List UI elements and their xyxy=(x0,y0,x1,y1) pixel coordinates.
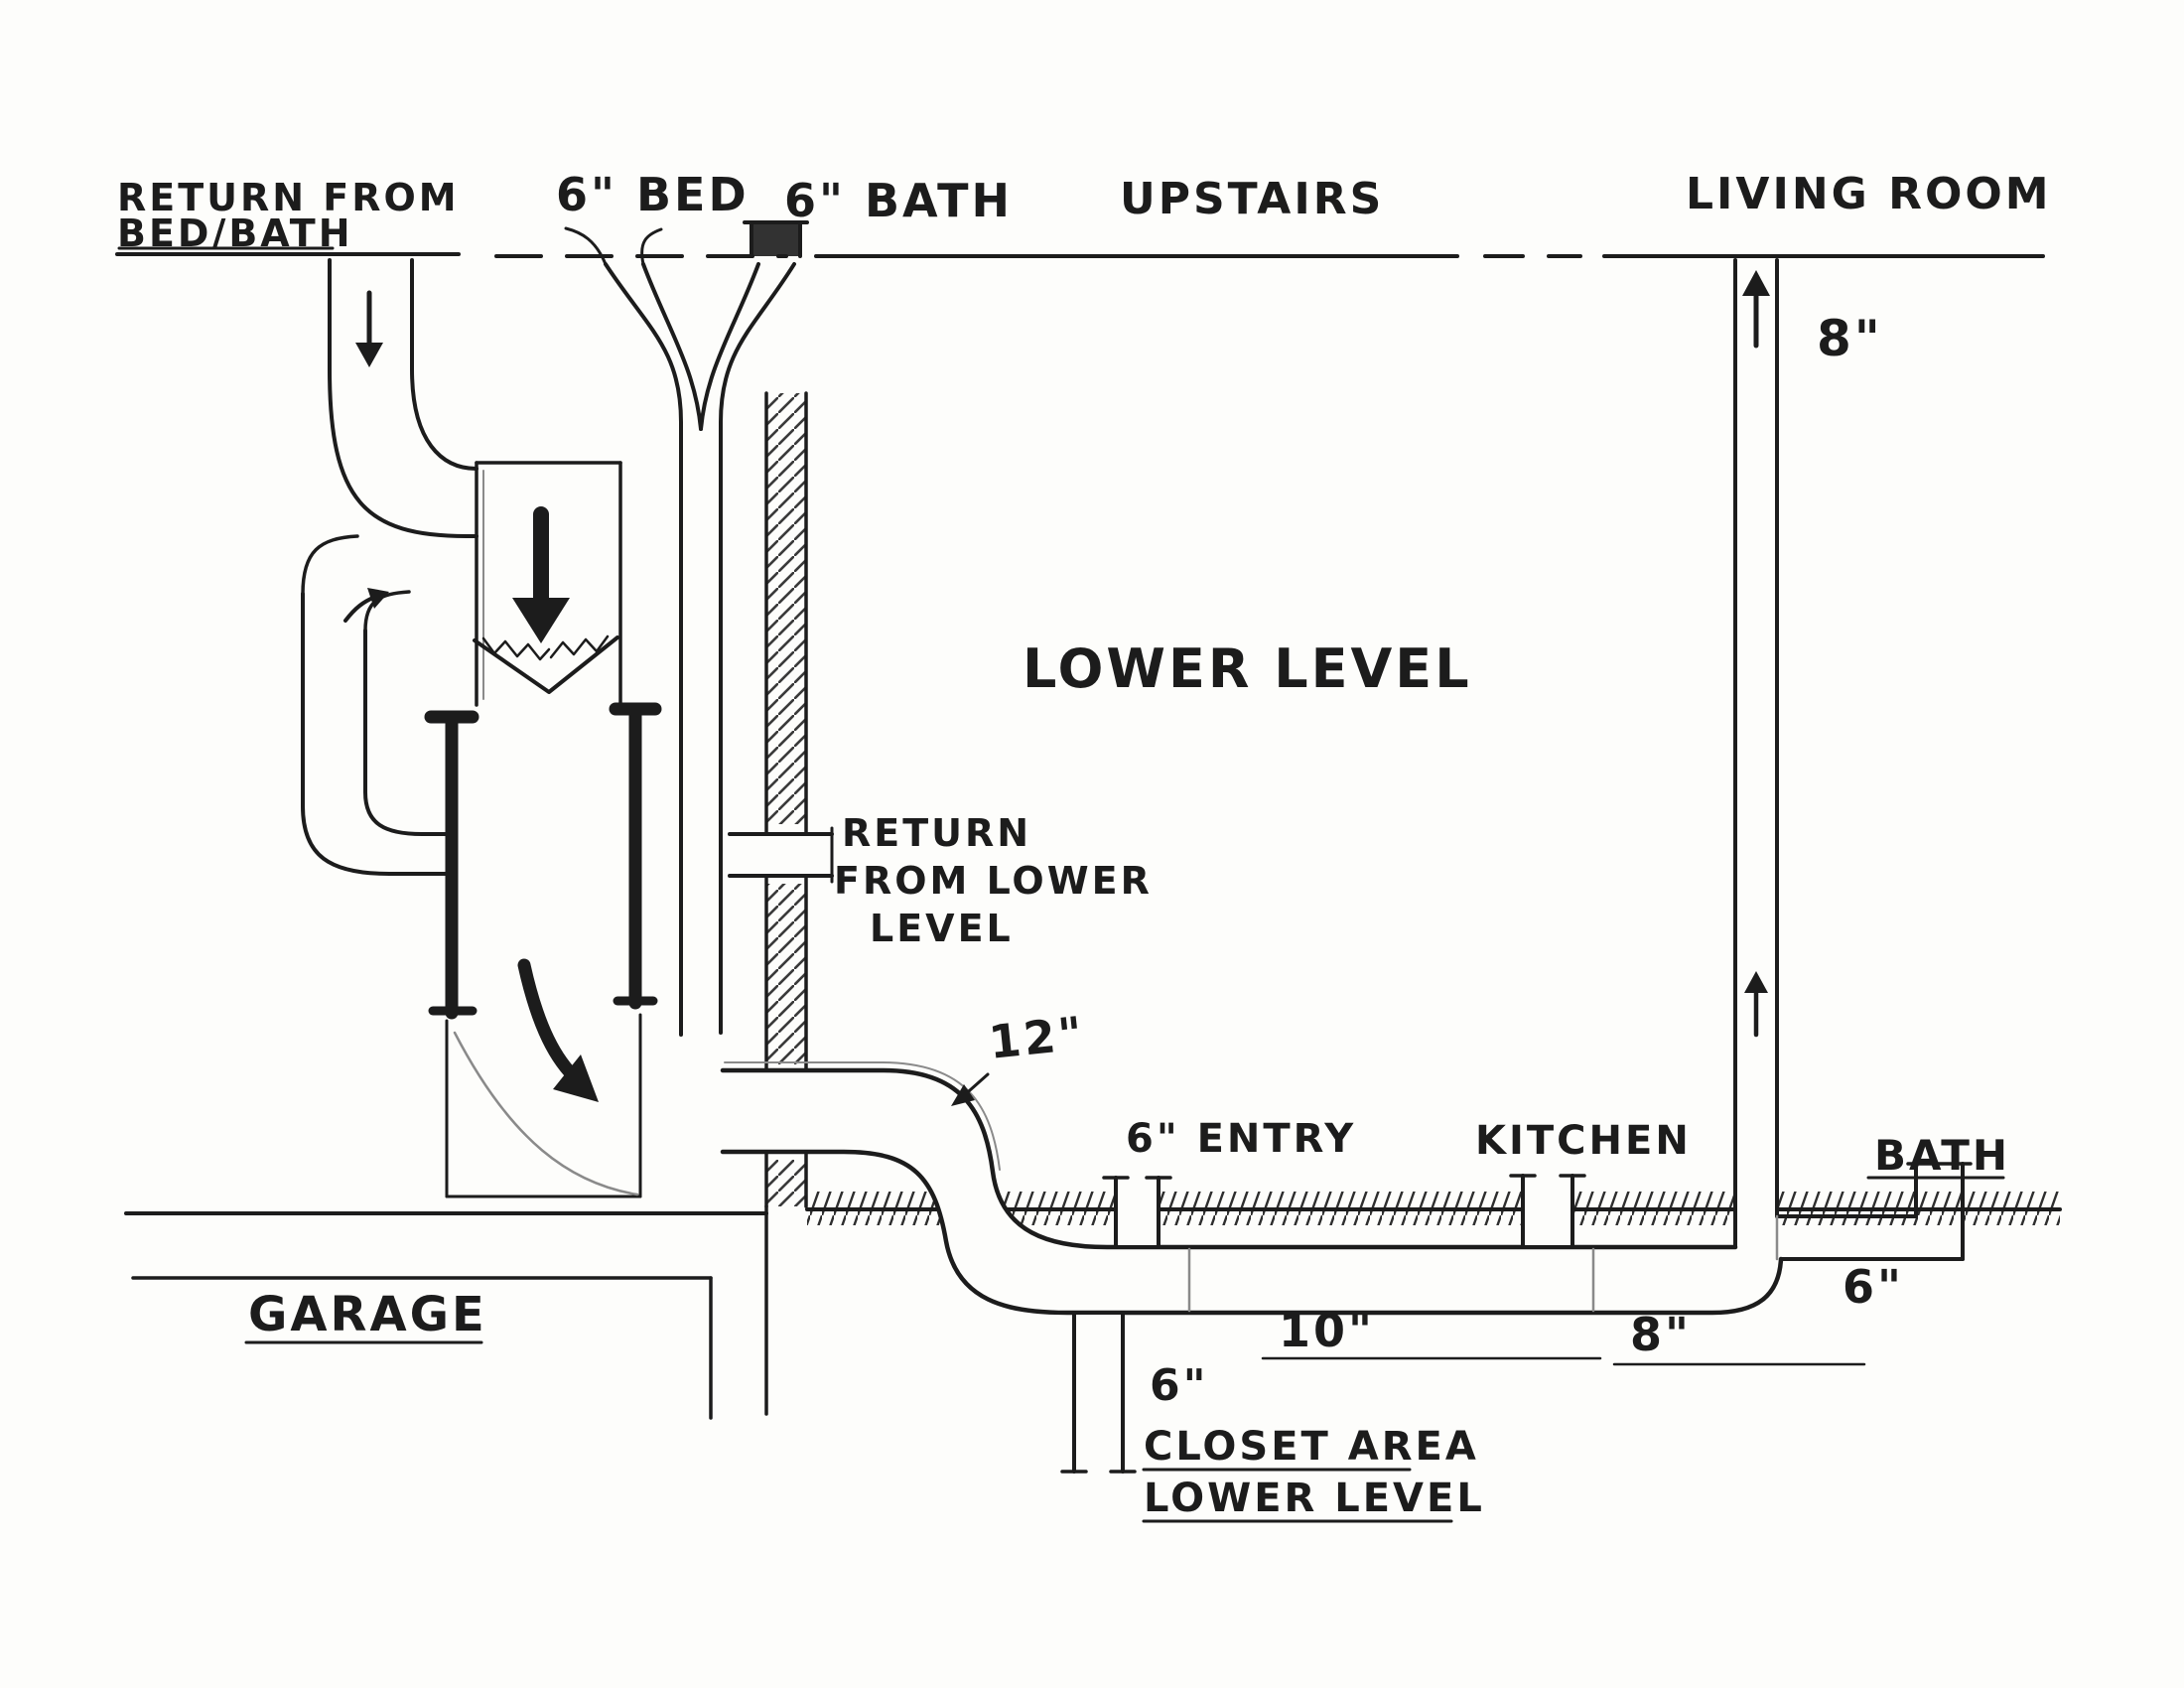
label-entry-register: 6" ENTRY xyxy=(1126,1116,1356,1162)
wall-hatch-mid xyxy=(766,884,806,1064)
loop-arrow-head xyxy=(367,588,389,609)
label-living-room-riser-size: 8" xyxy=(1817,310,1883,367)
return-arrow-head xyxy=(355,343,383,367)
label-bath: BATH xyxy=(1874,1131,2010,1180)
return-elbow-outer xyxy=(328,367,478,538)
bed-arm-flare-right xyxy=(640,227,663,266)
airflow-curved-arrow-head xyxy=(553,1055,599,1102)
airflow-curved-arrow-shaft xyxy=(517,958,585,1087)
label-kitchen: KITCHEN xyxy=(1475,1118,1692,1164)
label-return-lower-1: RETURN xyxy=(842,811,1031,855)
label-upstairs: UPSTAIRS xyxy=(1120,174,1384,224)
filter-zigzag-right xyxy=(549,634,610,659)
bed-arm-flare-left xyxy=(564,226,608,266)
y-arm-right-outer xyxy=(719,262,796,451)
return-lower-stub xyxy=(728,826,834,884)
label-closet-1: CLOSET AREA xyxy=(1144,1424,1479,1470)
y-arm-right-inner xyxy=(699,262,760,431)
bath-duct-stub xyxy=(751,224,800,256)
floor-lines xyxy=(124,1192,2062,1420)
hatched-wall xyxy=(764,391,808,1208)
label-bath-duct-size: 6" xyxy=(1843,1260,1904,1314)
lr-arrow-mid-head xyxy=(1744,971,1768,993)
loop-outer xyxy=(301,592,451,876)
closet-drop-duct xyxy=(1060,1313,1137,1474)
lr-arrow-top-head xyxy=(1742,270,1770,296)
label-lower-level: LOWER LEVEL xyxy=(1023,637,1472,700)
y-arm-left-outer xyxy=(604,262,683,451)
living-room-riser xyxy=(1733,258,1779,1249)
trunk-mask xyxy=(723,1070,1735,1313)
furnace-assembly xyxy=(424,461,662,1198)
filter-v xyxy=(473,635,619,694)
label-return-lower-2: FROM LOWER xyxy=(834,859,1153,903)
airflow-down-arrow-head xyxy=(512,598,570,643)
label-closet-duct-size: 6" xyxy=(1150,1360,1209,1411)
cabinet-blower-curve xyxy=(453,1031,639,1196)
kitchen-register xyxy=(1509,1174,1586,1247)
y-arm-left-inner xyxy=(641,262,703,431)
trunk-bottom-edge xyxy=(720,1149,1784,1316)
bath-stub-lines xyxy=(743,220,809,258)
entry-register xyxy=(1102,1176,1172,1247)
main-trunk-duct xyxy=(720,1061,1784,1316)
return-duct-left-loop xyxy=(301,534,451,876)
trunk-top-edge xyxy=(720,1067,1738,1250)
label-run-size-10: 10" xyxy=(1279,1304,1375,1357)
label-run-size-8: 8" xyxy=(1630,1308,1692,1361)
label-bath-upstairs-size: 6" BATH xyxy=(784,174,1013,227)
label-return-bed-bath-1: RETURN FROM xyxy=(117,176,460,219)
wall-hatch-upper xyxy=(766,393,806,824)
ceiling-line xyxy=(115,246,2045,258)
kitchen-mask xyxy=(1523,1176,1572,1245)
closet-mask xyxy=(1074,1315,1123,1472)
label-bed-size: 6" BED xyxy=(556,168,750,221)
label-trunk-size: 12" xyxy=(987,1006,1088,1069)
labels: RETURN FROM BED/BATH 6" BED 6" BATH UPST… xyxy=(117,168,2052,1521)
label-living-room: LIVING ROOM xyxy=(1686,169,2052,219)
loop-top-outer xyxy=(301,534,359,596)
stub-mask xyxy=(730,834,832,876)
label-return-lower-3: LEVEL xyxy=(870,907,1014,950)
trunk-size-pointer-head xyxy=(951,1084,975,1106)
riser-mask xyxy=(1737,260,1775,1245)
return-duct-bed-bath xyxy=(328,258,478,538)
dimension-lines xyxy=(244,1072,2005,1523)
label-return-bed-bath-2: BED/BATH xyxy=(117,211,353,255)
bath-duct xyxy=(1775,1162,1973,1261)
label-closet-2: LOWER LEVEL xyxy=(1144,1476,1485,1521)
loop-inner xyxy=(363,629,451,836)
supply-riser-y-branch xyxy=(564,220,809,1037)
return-elbow-inner xyxy=(410,367,478,471)
label-garage: GARAGE xyxy=(248,1287,487,1342)
filter-zigzag-left xyxy=(481,636,551,661)
entry-mask xyxy=(1116,1178,1159,1245)
wall-hatch-lower xyxy=(766,1160,806,1206)
